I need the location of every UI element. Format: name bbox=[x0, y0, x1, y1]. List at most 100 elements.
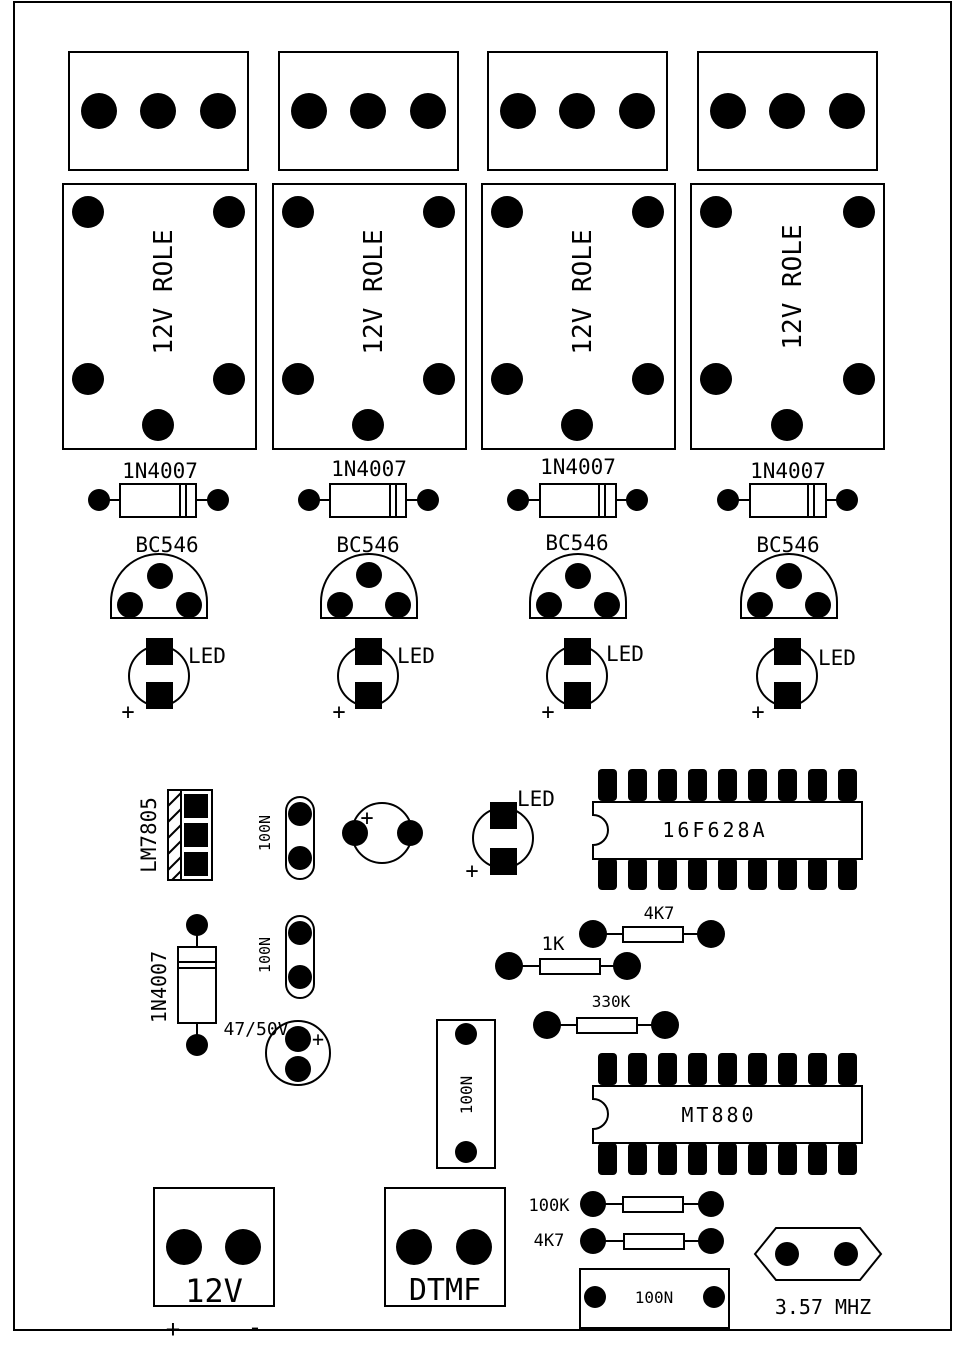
resistor-5 bbox=[623, 1233, 685, 1250]
ic-pin bbox=[628, 1143, 647, 1175]
relay-pad bbox=[423, 196, 455, 228]
diode-label: 1N4007 bbox=[750, 459, 826, 483]
ic-pin bbox=[598, 1143, 617, 1175]
ic-pin bbox=[778, 769, 797, 801]
resistor-3 bbox=[576, 1017, 638, 1034]
capacitor-1 bbox=[285, 796, 315, 880]
capacitor-pad bbox=[288, 965, 312, 989]
relay-label: 12V ROLE bbox=[568, 229, 598, 354]
capacitor-label: 100N bbox=[635, 1288, 674, 1307]
board-outline bbox=[13, 1, 952, 1331]
ic-pin bbox=[748, 1053, 767, 1085]
transistor-pad bbox=[117, 592, 143, 618]
ic-pin bbox=[748, 858, 767, 890]
relay-pad bbox=[72, 196, 104, 228]
capacitor-4 bbox=[579, 1268, 730, 1329]
diode-label: 1N4007 bbox=[122, 459, 198, 483]
relay-pad bbox=[561, 409, 593, 441]
led-pad-square bbox=[146, 682, 173, 709]
connector-pad bbox=[166, 1229, 202, 1265]
crystal bbox=[753, 1227, 883, 1281]
resistor-4 bbox=[622, 1196, 684, 1213]
led-label: LED bbox=[397, 644, 435, 668]
ic-pin bbox=[838, 1143, 857, 1175]
transistor-pad bbox=[536, 592, 562, 618]
ic-pin bbox=[628, 1053, 647, 1085]
ic-pin bbox=[808, 1053, 827, 1085]
transistor-pad bbox=[747, 592, 773, 618]
connector-pad bbox=[456, 1229, 492, 1265]
relay-pad bbox=[213, 363, 245, 395]
resistor-label: 4K7 bbox=[644, 904, 675, 924]
terminal-pad bbox=[559, 93, 595, 129]
terminal-pad bbox=[140, 93, 176, 129]
led-pad-square bbox=[490, 802, 517, 829]
capacitor-pad bbox=[288, 846, 312, 870]
capacitor-label: 100N bbox=[256, 937, 274, 973]
terminal-pad bbox=[291, 93, 327, 129]
ic-pin bbox=[778, 1143, 797, 1175]
transistor-pad bbox=[176, 592, 202, 618]
transistor-pad bbox=[356, 562, 382, 588]
terminal-block-3 bbox=[487, 51, 668, 171]
transistor-pad bbox=[805, 592, 831, 618]
terminal-pad bbox=[829, 93, 865, 129]
diode-label: 1N4007 bbox=[331, 457, 407, 481]
ic-pin bbox=[598, 1053, 617, 1085]
relay-pad bbox=[632, 196, 664, 228]
connector-pad bbox=[396, 1229, 432, 1265]
led-polarity: + bbox=[465, 859, 478, 884]
capacitor-pad bbox=[342, 820, 368, 846]
diode-pad bbox=[507, 489, 529, 511]
resistor-pad bbox=[698, 1228, 724, 1254]
led-pad-square bbox=[355, 638, 382, 665]
led-label: LED bbox=[606, 642, 644, 666]
resistor-label: 1K bbox=[542, 933, 565, 955]
transistor-2 bbox=[320, 553, 418, 619]
ic-pin bbox=[658, 1053, 677, 1085]
resistor-2 bbox=[539, 958, 601, 975]
connector-pad bbox=[225, 1229, 261, 1265]
relay-pad bbox=[843, 363, 875, 395]
transistor-pad bbox=[776, 563, 802, 589]
crystal-pad bbox=[775, 1242, 799, 1266]
led-polarity: + bbox=[751, 700, 764, 725]
resistor-pad bbox=[580, 1191, 606, 1217]
terminal-pad bbox=[619, 93, 655, 129]
led-pad-square bbox=[146, 638, 173, 665]
relay-pad bbox=[491, 196, 523, 228]
led-polarity: + bbox=[121, 700, 134, 725]
led-pad-square bbox=[774, 682, 801, 709]
resistor-pad bbox=[697, 920, 725, 948]
connector-label: 12V bbox=[185, 1272, 243, 1310]
transistor-pad bbox=[594, 592, 620, 618]
electrolytic-capacitor-2 bbox=[265, 1020, 331, 1086]
resistor-1 bbox=[622, 926, 684, 943]
ic-pin bbox=[838, 1053, 857, 1085]
resistor-label: 4K7 bbox=[534, 1231, 565, 1251]
relay-pad bbox=[142, 409, 174, 441]
diode-pad bbox=[186, 1034, 208, 1056]
capacitor-2 bbox=[285, 915, 315, 999]
transistor-label: BC546 bbox=[336, 533, 399, 557]
transistor-pad bbox=[147, 563, 173, 589]
capacitor-pad bbox=[455, 1023, 477, 1045]
regulator-label: LM7805 bbox=[137, 797, 161, 873]
dtmf-connector bbox=[384, 1187, 506, 1307]
terminal-pad bbox=[710, 93, 746, 129]
capacitor-label: 100N bbox=[256, 815, 274, 851]
diode-pad bbox=[88, 489, 110, 511]
transistor-4 bbox=[740, 553, 838, 619]
relay-channel-1: 12V ROLE 1N4007 BC546 LED + bbox=[62, 51, 257, 725]
transistor-pad bbox=[327, 592, 353, 618]
diode-pad bbox=[836, 489, 858, 511]
led-label: LED bbox=[517, 787, 555, 811]
relay-1 bbox=[62, 183, 257, 450]
relay-pad bbox=[771, 409, 803, 441]
power-diode bbox=[177, 946, 217, 1024]
capacitor-pad bbox=[584, 1286, 606, 1308]
capacitor-polarity: + bbox=[312, 1027, 324, 1051]
diode-band bbox=[598, 483, 606, 518]
relay-label: 12V ROLE bbox=[149, 229, 179, 354]
